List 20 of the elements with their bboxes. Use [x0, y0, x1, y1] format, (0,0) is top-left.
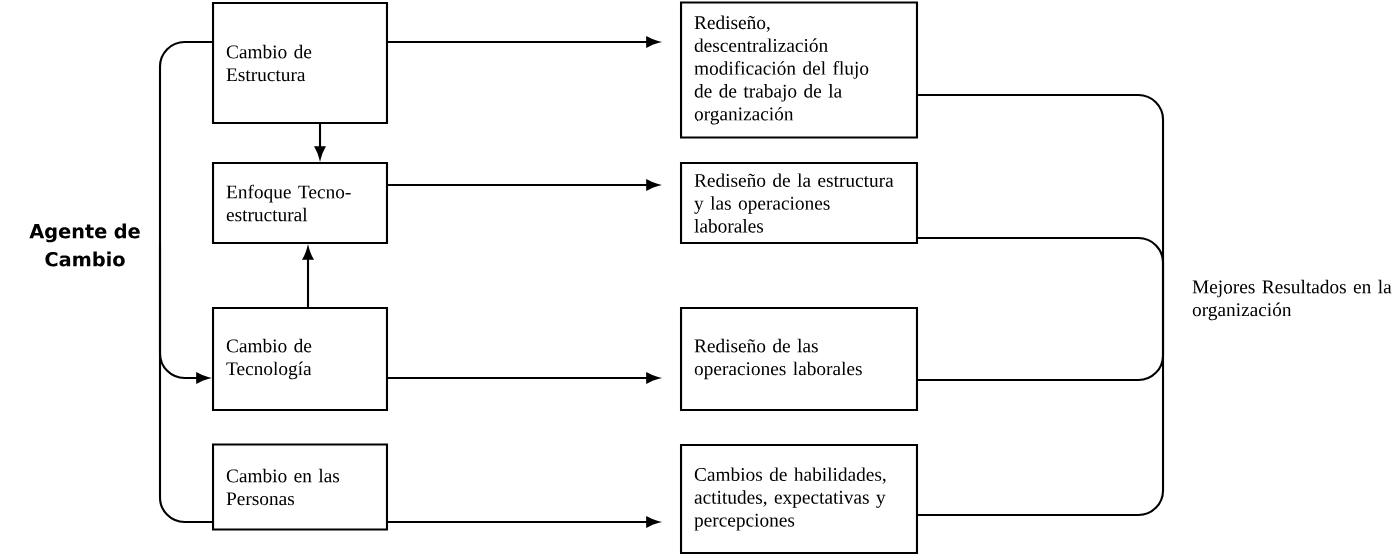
- process-box: Rediseño, descentralización modificación del flujo de de trabajo de la organización: [679, 1, 919, 139]
- process-box: Cambio de Estructura: [211, 1, 389, 125]
- process-box: Rediseño de las operaciones laborales: [679, 306, 919, 412]
- arrow: [388, 516, 659, 528]
- outcome-text: Mejores Resultados en la organización: [1192, 279, 1392, 321]
- process-box: Rediseño de la estructura y las operaciones laborales: [679, 161, 919, 245]
- process-box: Enfoque Tecno-estructural: [211, 161, 389, 245]
- bracket-line: [918, 300, 1165, 517]
- arrow: [302, 247, 314, 307]
- bracket-line: [918, 236, 1165, 300]
- arrow: [388, 36, 659, 48]
- bracket-line: [158, 40, 212, 245]
- process-box: Cambios de habilidades, actitudes, expectativas y percepciones: [679, 443, 919, 555]
- arrow: [388, 372, 659, 384]
- arrow: [388, 179, 659, 191]
- bracket-line: [158, 245, 212, 524]
- process-box: Cambio en las Personas: [211, 443, 389, 531]
- heading-text: Agente de Cambio: [29, 223, 140, 267]
- process-box: Cambio de Tecnología: [211, 306, 389, 412]
- arrow: [314, 124, 326, 159]
